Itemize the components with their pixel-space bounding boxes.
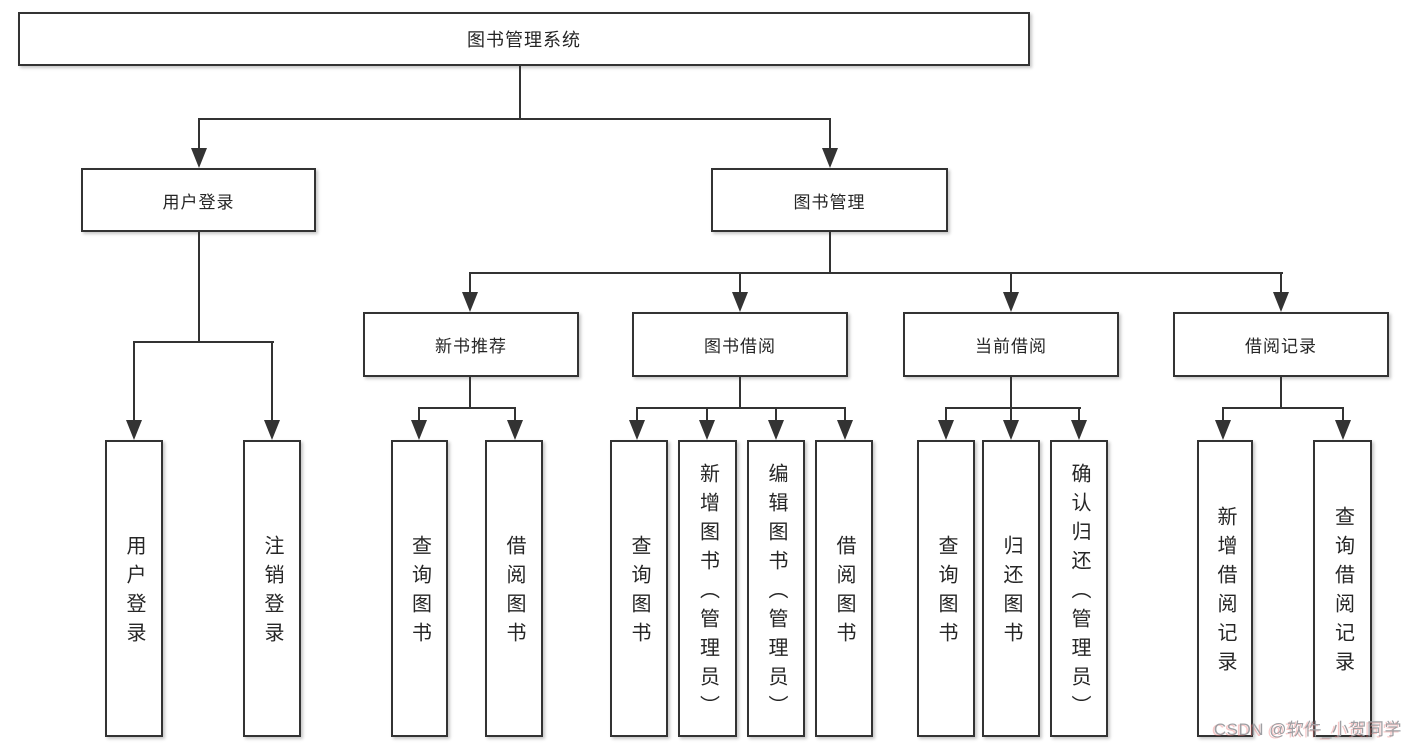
connector-line [133,341,135,422]
connector-line [739,375,741,409]
connector-line [829,230,831,274]
arrow-down-icon [822,148,838,168]
connector-line [1222,407,1224,422]
node-library-management-system: 图书管理系统 [18,12,1030,66]
node-user-login: 用户登录 [81,168,316,232]
arrow-down-icon [629,420,645,440]
arrow-down-icon [1273,292,1289,312]
arrow-down-icon [126,420,142,440]
arrow-down-icon [699,420,715,440]
connector-line [418,407,516,409]
connector-line [945,407,1081,409]
leaf-query-books-recommend-label: 查询图书 [408,535,431,651]
connector-line [469,272,471,294]
connector-line [1280,272,1282,294]
connector-line [133,341,274,343]
arrow-down-icon [1215,420,1231,440]
connector-line [418,407,420,422]
arrow-down-icon [732,292,748,312]
leaf-user-login: 用户登录 [105,440,163,737]
leaf-edit-book-admin-label: 编辑图书（管理员） [765,462,787,724]
arrow-down-icon [264,420,280,440]
leaf-query-borrow-record: 查询借阅记录 [1313,440,1372,737]
arrow-down-icon [768,420,784,440]
connector-line [519,66,521,119]
watermark: CSDN @软件_小贺同学 [1213,720,1402,739]
node-book-management: 图书管理 [711,168,948,232]
node-book-borrow: 图书借阅 [632,312,848,377]
connector-line [775,407,777,422]
connector-line [1222,407,1344,409]
arrow-down-icon [462,292,478,312]
node-new-book-recommend: 新书推荐 [363,312,579,377]
connector-line [1010,375,1012,409]
leaf-borrow-books-recommend: 借阅图书 [485,440,543,737]
leaf-return-book-label: 归还图书 [1000,535,1022,651]
connector-line [1010,407,1012,422]
connector-line [945,407,947,422]
leaf-add-book-admin: 新增图书（管理员） [678,440,737,737]
node-borrow-records: 借阅记录 [1173,312,1389,377]
connector-line [1280,375,1282,409]
leaf-confirm-return-admin-label: 确认归还（管理员） [1068,462,1090,724]
leaf-query-books-borrow: 查询图书 [610,440,668,737]
arrow-down-icon [1003,292,1019,312]
connector-line [469,272,1283,274]
connector-line [469,375,471,409]
leaf-add-borrow-record-label: 新增借阅记录 [1214,506,1236,680]
connector-line [636,407,846,409]
leaf-confirm-return-admin: 确认归还（管理员） [1050,440,1108,737]
connector-line [1342,407,1344,422]
leaf-logout-label: 注销登录 [261,535,283,651]
leaf-borrow-books-b: 借阅图书 [815,440,873,737]
node-current-borrow: 当前借阅 [903,312,1119,377]
arrow-down-icon [507,420,523,440]
leaf-query-books-recommend: 查询图书 [391,440,448,737]
leaf-borrow-books-b-label: 借阅图书 [833,535,855,651]
arrow-down-icon [1335,420,1351,440]
connector-line [844,407,846,422]
arrow-down-icon [837,420,853,440]
connector-line [514,407,516,422]
leaf-user-login-label: 用户登录 [123,535,145,651]
arrow-down-icon [938,420,954,440]
leaf-query-books-current: 查询图书 [917,440,975,737]
arrow-down-icon [191,148,207,168]
connector-line [198,230,200,343]
connector-line [1010,272,1012,294]
connector-line [198,118,831,120]
leaf-add-borrow-record: 新增借阅记录 [1197,440,1253,737]
leaf-query-books-current-label: 查询图书 [935,535,957,651]
leaf-return-book: 归还图书 [982,440,1040,737]
leaf-edit-book-admin: 编辑图书（管理员） [747,440,805,737]
connector-line [1078,407,1080,422]
connector-line [636,407,638,422]
arrow-down-icon [411,420,427,440]
arrow-down-icon [1071,420,1087,440]
leaf-borrow-books-recommend-label: 借阅图书 [503,535,525,651]
leaf-query-books-borrow-label: 查询图书 [628,535,650,651]
connector-line [829,118,831,150]
connector-line [271,341,273,422]
connector-line [739,272,741,294]
arrow-down-icon [1003,420,1019,440]
leaf-query-borrow-record-label: 查询借阅记录 [1331,506,1354,680]
leaf-logout: 注销登录 [243,440,301,737]
connector-line [198,118,200,150]
connector-line [706,407,708,422]
leaf-add-book-admin-label: 新增图书（管理员） [696,462,719,724]
